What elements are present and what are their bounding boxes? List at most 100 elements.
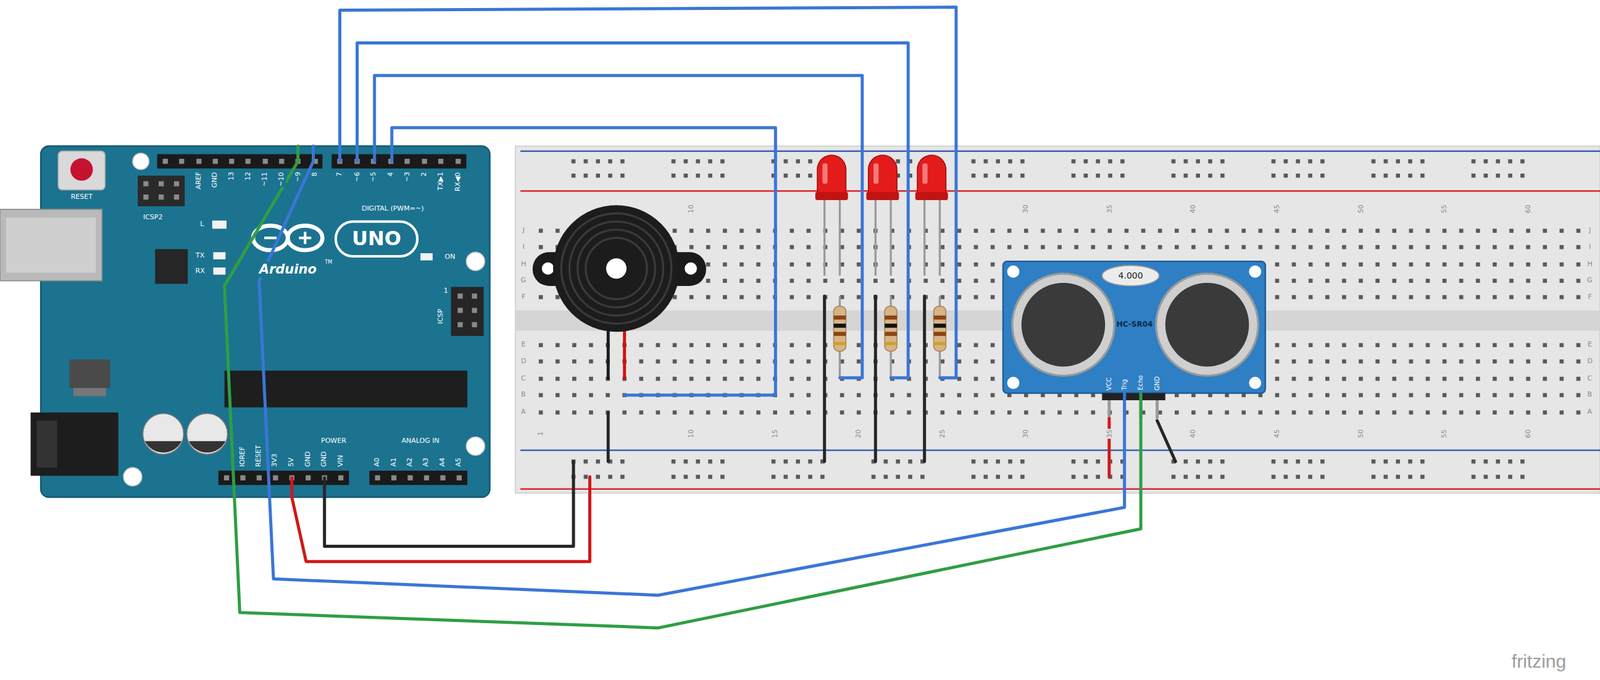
breadboard-hole <box>1475 392 1481 397</box>
breadboard-hole <box>1291 295 1297 300</box>
breadboard-hole <box>971 474 976 480</box>
header-pin <box>440 475 446 481</box>
breadboard-index: 10 <box>687 428 696 439</box>
breadboard-hole <box>808 159 813 164</box>
breadboard-hole <box>1124 245 1130 250</box>
arduino-logo-symbol <box>287 225 323 250</box>
board-label: A0 <box>373 456 382 468</box>
breadboard-hole <box>1492 359 1497 364</box>
breadboard-hole <box>1525 245 1531 250</box>
breadboard-hole <box>1425 392 1431 397</box>
breadboard-hole <box>1358 342 1363 347</box>
breadboard-hole <box>1283 459 1289 464</box>
breadboard-hole <box>756 228 761 233</box>
breadboard-hole <box>974 278 979 283</box>
breadboard-hole <box>1090 245 1096 250</box>
breadboard-hole <box>1420 159 1425 164</box>
usb-port <box>0 209 102 281</box>
breadboard-hole <box>940 359 945 364</box>
ultrasonic-sensor: 4.000HC-SR04VCCTrigEchoGND <box>1003 261 1266 393</box>
breadboard-hole <box>1409 245 1414 250</box>
breadboard-hole <box>595 159 600 164</box>
breadboard-index: B <box>1586 390 1593 399</box>
header-pin <box>245 158 251 164</box>
usb-port <box>0 209 102 281</box>
breadboard-hole <box>1475 228 1481 233</box>
breadboard-hole <box>1459 359 1464 364</box>
breadboard-index: I <box>1588 243 1592 252</box>
mounting-hole <box>466 437 485 456</box>
breadboard-hole <box>1459 410 1464 415</box>
breadboard-hole <box>771 474 776 480</box>
breadboard-hole <box>1195 474 1200 480</box>
breadboard-index: 40 <box>1189 204 1198 215</box>
breadboard-hole <box>923 278 928 283</box>
capacitor <box>188 440 226 453</box>
header-pin <box>143 158 478 481</box>
breadboard-hole <box>789 342 794 347</box>
breadboard-index: 1 <box>537 430 546 437</box>
breadboard-hole <box>739 376 744 381</box>
breadboard-hole <box>1295 474 1300 480</box>
breadboard-hole <box>708 474 713 480</box>
breadboard-hole <box>595 459 600 464</box>
breadboard-hole <box>1071 459 1076 464</box>
breadboard-hole <box>595 474 600 480</box>
breadboard-hole <box>1271 474 1276 480</box>
breadboard-hole <box>1220 159 1225 164</box>
breadboard-hole <box>1220 474 1225 480</box>
breadboard-hole <box>1358 262 1363 267</box>
ultrasonic-module-body <box>1165 282 1250 367</box>
breadboard-hole <box>1492 245 1497 250</box>
breadboard-hole <box>1108 173 1113 178</box>
mounting-hole <box>123 153 485 486</box>
breadboard-hole <box>1174 228 1180 233</box>
breadboard-hole <box>971 173 976 178</box>
breadboard-hole <box>789 359 794 364</box>
breadboard-hole <box>683 474 689 480</box>
breadboard-hole <box>789 245 794 250</box>
breadboard-hole <box>538 228 544 233</box>
breadboard-hole <box>672 228 678 233</box>
breadboard-hole <box>1420 173 1425 178</box>
breadboard-hole <box>538 295 544 300</box>
breadboard-hole <box>1559 376 1565 381</box>
breadboard-hole <box>1559 359 1565 364</box>
board-label: 8 <box>311 171 320 178</box>
breadboard-hole <box>1542 262 1547 267</box>
breadboard-index: 40 <box>1189 428 1198 439</box>
breadboard-hole <box>840 392 845 397</box>
breadboard-hole <box>1158 228 1163 233</box>
breadboard-hole <box>1291 262 1297 267</box>
header-pin <box>196 158 202 164</box>
breadboard-hole <box>1409 359 1414 364</box>
breadboard-hole <box>1057 410 1062 415</box>
breadboard-index: 10 <box>687 204 696 215</box>
board-label: ~10 <box>277 170 286 187</box>
breadboard-hole <box>856 295 862 300</box>
breadboard-hole <box>1275 295 1280 300</box>
breadboard-hole <box>795 159 800 164</box>
breadboard-hole <box>789 278 794 283</box>
breadboard-hole <box>1174 410 1180 415</box>
breadboard-hole <box>974 376 979 381</box>
breadboard-hole <box>683 159 689 164</box>
breadboard-hole <box>538 159 1581 479</box>
breadboard-hole <box>720 474 725 480</box>
breadboard-hole <box>571 173 576 178</box>
jumper-wire <box>259 145 1125 595</box>
breadboard-hole <box>1008 474 1013 480</box>
breadboard-hole <box>906 392 912 397</box>
buzzer <box>585 237 647 299</box>
voltage-regulator <box>69 359 110 388</box>
wire <box>839 145 862 378</box>
breadboard-hole <box>1520 173 1525 178</box>
breadboard-hole <box>683 459 689 464</box>
ultrasonic-module-body <box>1101 392 1165 400</box>
board-label: 13 <box>227 171 236 182</box>
breadboard-hole <box>756 359 761 364</box>
breadboard-index: F <box>1587 293 1592 302</box>
breadboard-hole <box>990 359 996 364</box>
breadboard-hole <box>974 262 979 267</box>
crystal-marking: 4.000 <box>1117 270 1144 281</box>
